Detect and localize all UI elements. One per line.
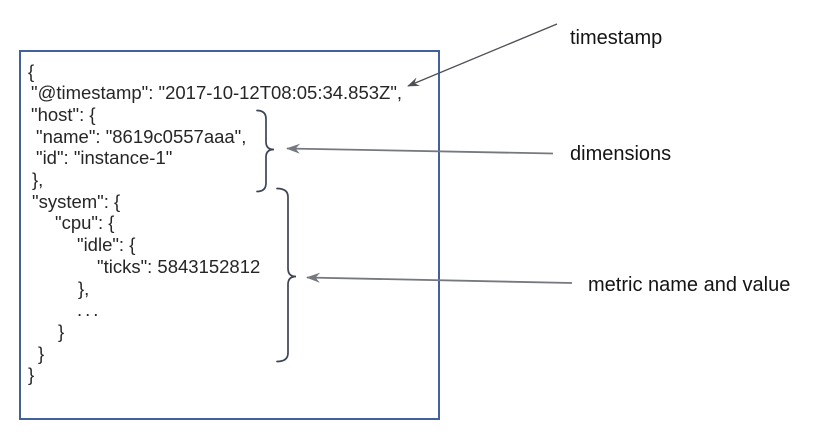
timestamp-label: timestamp	[570, 27, 663, 49]
code-line-system-close: }	[38, 342, 45, 364]
code-line-timestamp: "@timestamp": "2017-10-12T08:05:34.853Z"…	[31, 82, 403, 104]
code-line-cpu-close: }	[58, 320, 65, 342]
code-line-host-close: },	[32, 169, 44, 191]
code-line-host-name: "name": "8619c0557aaa",	[36, 125, 247, 147]
code-line-ellipsis: ...	[77, 299, 102, 321]
dimensions-label: dimensions	[570, 143, 672, 165]
json-document-box: { "@timestamp": "2017-10-12T08:05:34.853…	[19, 50, 440, 420]
code-line-root-open: {	[28, 60, 35, 82]
code-line-cpu-open: "cpu": {	[55, 212, 115, 234]
code-line-idle-open: "idle": {	[77, 234, 136, 256]
code-line-host-open: "host": {	[31, 103, 96, 125]
code-line-ticks-value: "ticks": 5843152812	[97, 255, 261, 277]
code-line-root-close: }	[28, 364, 35, 386]
code-line-host-id: "id": "instance-1"	[36, 147, 173, 169]
code-line-idle-close: },	[78, 277, 90, 299]
code-line-system-open: "system": {	[32, 190, 121, 212]
metric-label: metric name and value	[588, 274, 791, 296]
